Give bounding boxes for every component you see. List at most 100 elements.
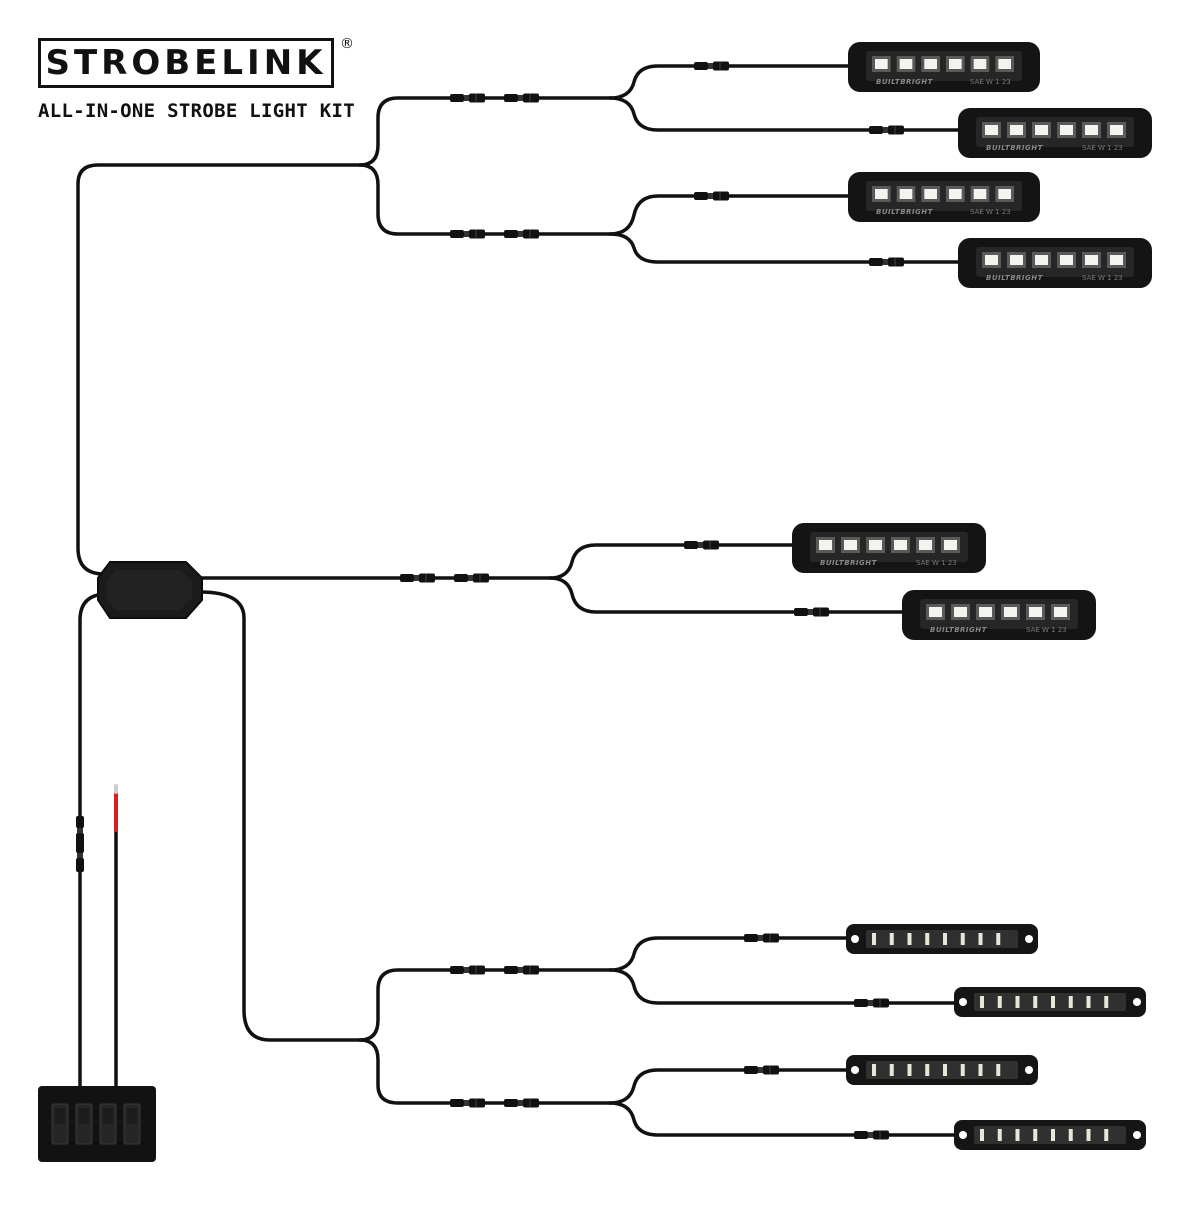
pod-cert-mark: SAE W 1 23 [970, 208, 1011, 216]
connector-male [684, 541, 698, 549]
led-emitter [954, 607, 967, 617]
led-emitter [1060, 125, 1073, 135]
inline-connector [400, 573, 435, 583]
cable-segment [608, 64, 854, 100]
strip-mount-hole [959, 1131, 967, 1139]
led-emitter [1054, 607, 1067, 617]
connector-ring [464, 1100, 469, 1106]
led-emitter [1035, 125, 1048, 135]
strip-led [889, 1064, 894, 1076]
connector-male [504, 230, 518, 238]
led-emitter [875, 59, 888, 69]
cable-segment [608, 232, 962, 264]
inline-connector [450, 229, 485, 239]
strip-led [1068, 1129, 1073, 1141]
inline-connector [450, 965, 485, 975]
inline-connector [869, 125, 904, 135]
led-emitter [899, 59, 913, 69]
inline-connector [744, 1065, 779, 1075]
cable-segment [198, 590, 362, 1042]
connector-male [450, 1099, 464, 1107]
led-emitter [875, 189, 888, 199]
led-emitter [1110, 125, 1123, 135]
led-emitter [924, 59, 937, 69]
strip-led [980, 1129, 984, 1141]
slim-strobe-strip [846, 924, 1038, 954]
cable-segment [608, 194, 854, 236]
surface-strobe-pod [902, 590, 1096, 640]
strip-mount-hole [1133, 1131, 1141, 1139]
pod-cert-mark: SAE W 1 23 [1026, 626, 1067, 634]
pod-maker-label: BUILTBRIGHT [930, 626, 987, 634]
pod-maker-label: BUILTBRIGHT [876, 78, 933, 86]
rocker-switch-top [127, 1108, 137, 1124]
cable-segment [358, 1038, 612, 1105]
cable-layer [76, 64, 962, 1137]
brand-name: STROBELINK [45, 43, 327, 83]
connector-ring [464, 231, 469, 237]
cable-segment [608, 1101, 962, 1137]
strip-led [1104, 996, 1109, 1008]
cable-segment [358, 96, 612, 167]
inline-connector [504, 1098, 539, 1108]
led-emitter [985, 255, 998, 265]
connector-layer [76, 61, 904, 1140]
led-emitter [1110, 255, 1123, 265]
connector-male [794, 608, 808, 616]
led-emitter [869, 540, 882, 550]
surface-strobe-pod [958, 108, 1152, 158]
strip-led [960, 1064, 965, 1076]
connector-male [400, 574, 414, 582]
connector-ring [868, 1132, 873, 1138]
connector-female [763, 1065, 779, 1075]
connector-male [504, 966, 518, 974]
rocker-switch-top [79, 1108, 89, 1124]
led-emitter [1085, 125, 1098, 135]
connector-female [813, 607, 829, 617]
cable-segment [608, 1068, 854, 1105]
connector-female [763, 933, 779, 943]
pod-maker-label: BUILTBRIGHT [986, 144, 1043, 152]
strip-lens [866, 930, 1018, 948]
strip-mount-hole [959, 998, 967, 1006]
connector-male [854, 999, 868, 1007]
connector-ring [868, 1000, 873, 1006]
led-emitter [1029, 607, 1042, 617]
pod-cert-mark: SAE W 1 23 [916, 559, 957, 567]
connector-ring [414, 575, 419, 581]
connector-female [888, 257, 904, 267]
connector-ring [464, 967, 469, 973]
surface-strobe-pod [792, 523, 986, 573]
pod-cert-mark: SAE W 1 23 [970, 78, 1011, 86]
rocker-switch-top [55, 1108, 65, 1124]
connector-male [854, 1131, 868, 1139]
connector-ring [518, 231, 523, 237]
inline-connector [450, 1098, 485, 1108]
connector-ring [758, 1067, 763, 1073]
led-emitter [998, 59, 1011, 69]
strip-led [960, 933, 965, 945]
inline-connector [454, 573, 489, 583]
cable-segment [358, 163, 612, 236]
strip-mount-hole [1025, 935, 1033, 943]
strip-led [925, 1064, 930, 1076]
connector-ring [468, 575, 473, 581]
led-emitter [944, 540, 957, 550]
registered-mark: ® [340, 36, 354, 52]
inline-connector [869, 257, 904, 267]
product-subtitle: ALL-IN-ONE STROBE LIGHT KIT [38, 100, 355, 122]
connector-ring [808, 609, 813, 615]
strip-led [1086, 996, 1091, 1008]
connector-male [744, 934, 758, 942]
surface-strobe-pod [848, 42, 1040, 92]
led-emitter [1010, 255, 1023, 265]
strip-lens [974, 1126, 1126, 1144]
light-layer [792, 42, 1152, 1150]
connector-male [744, 1066, 758, 1074]
inline-connector [694, 191, 729, 201]
inline-connector [504, 229, 539, 239]
led-emitter [973, 59, 987, 69]
led-emitter [844, 540, 857, 550]
